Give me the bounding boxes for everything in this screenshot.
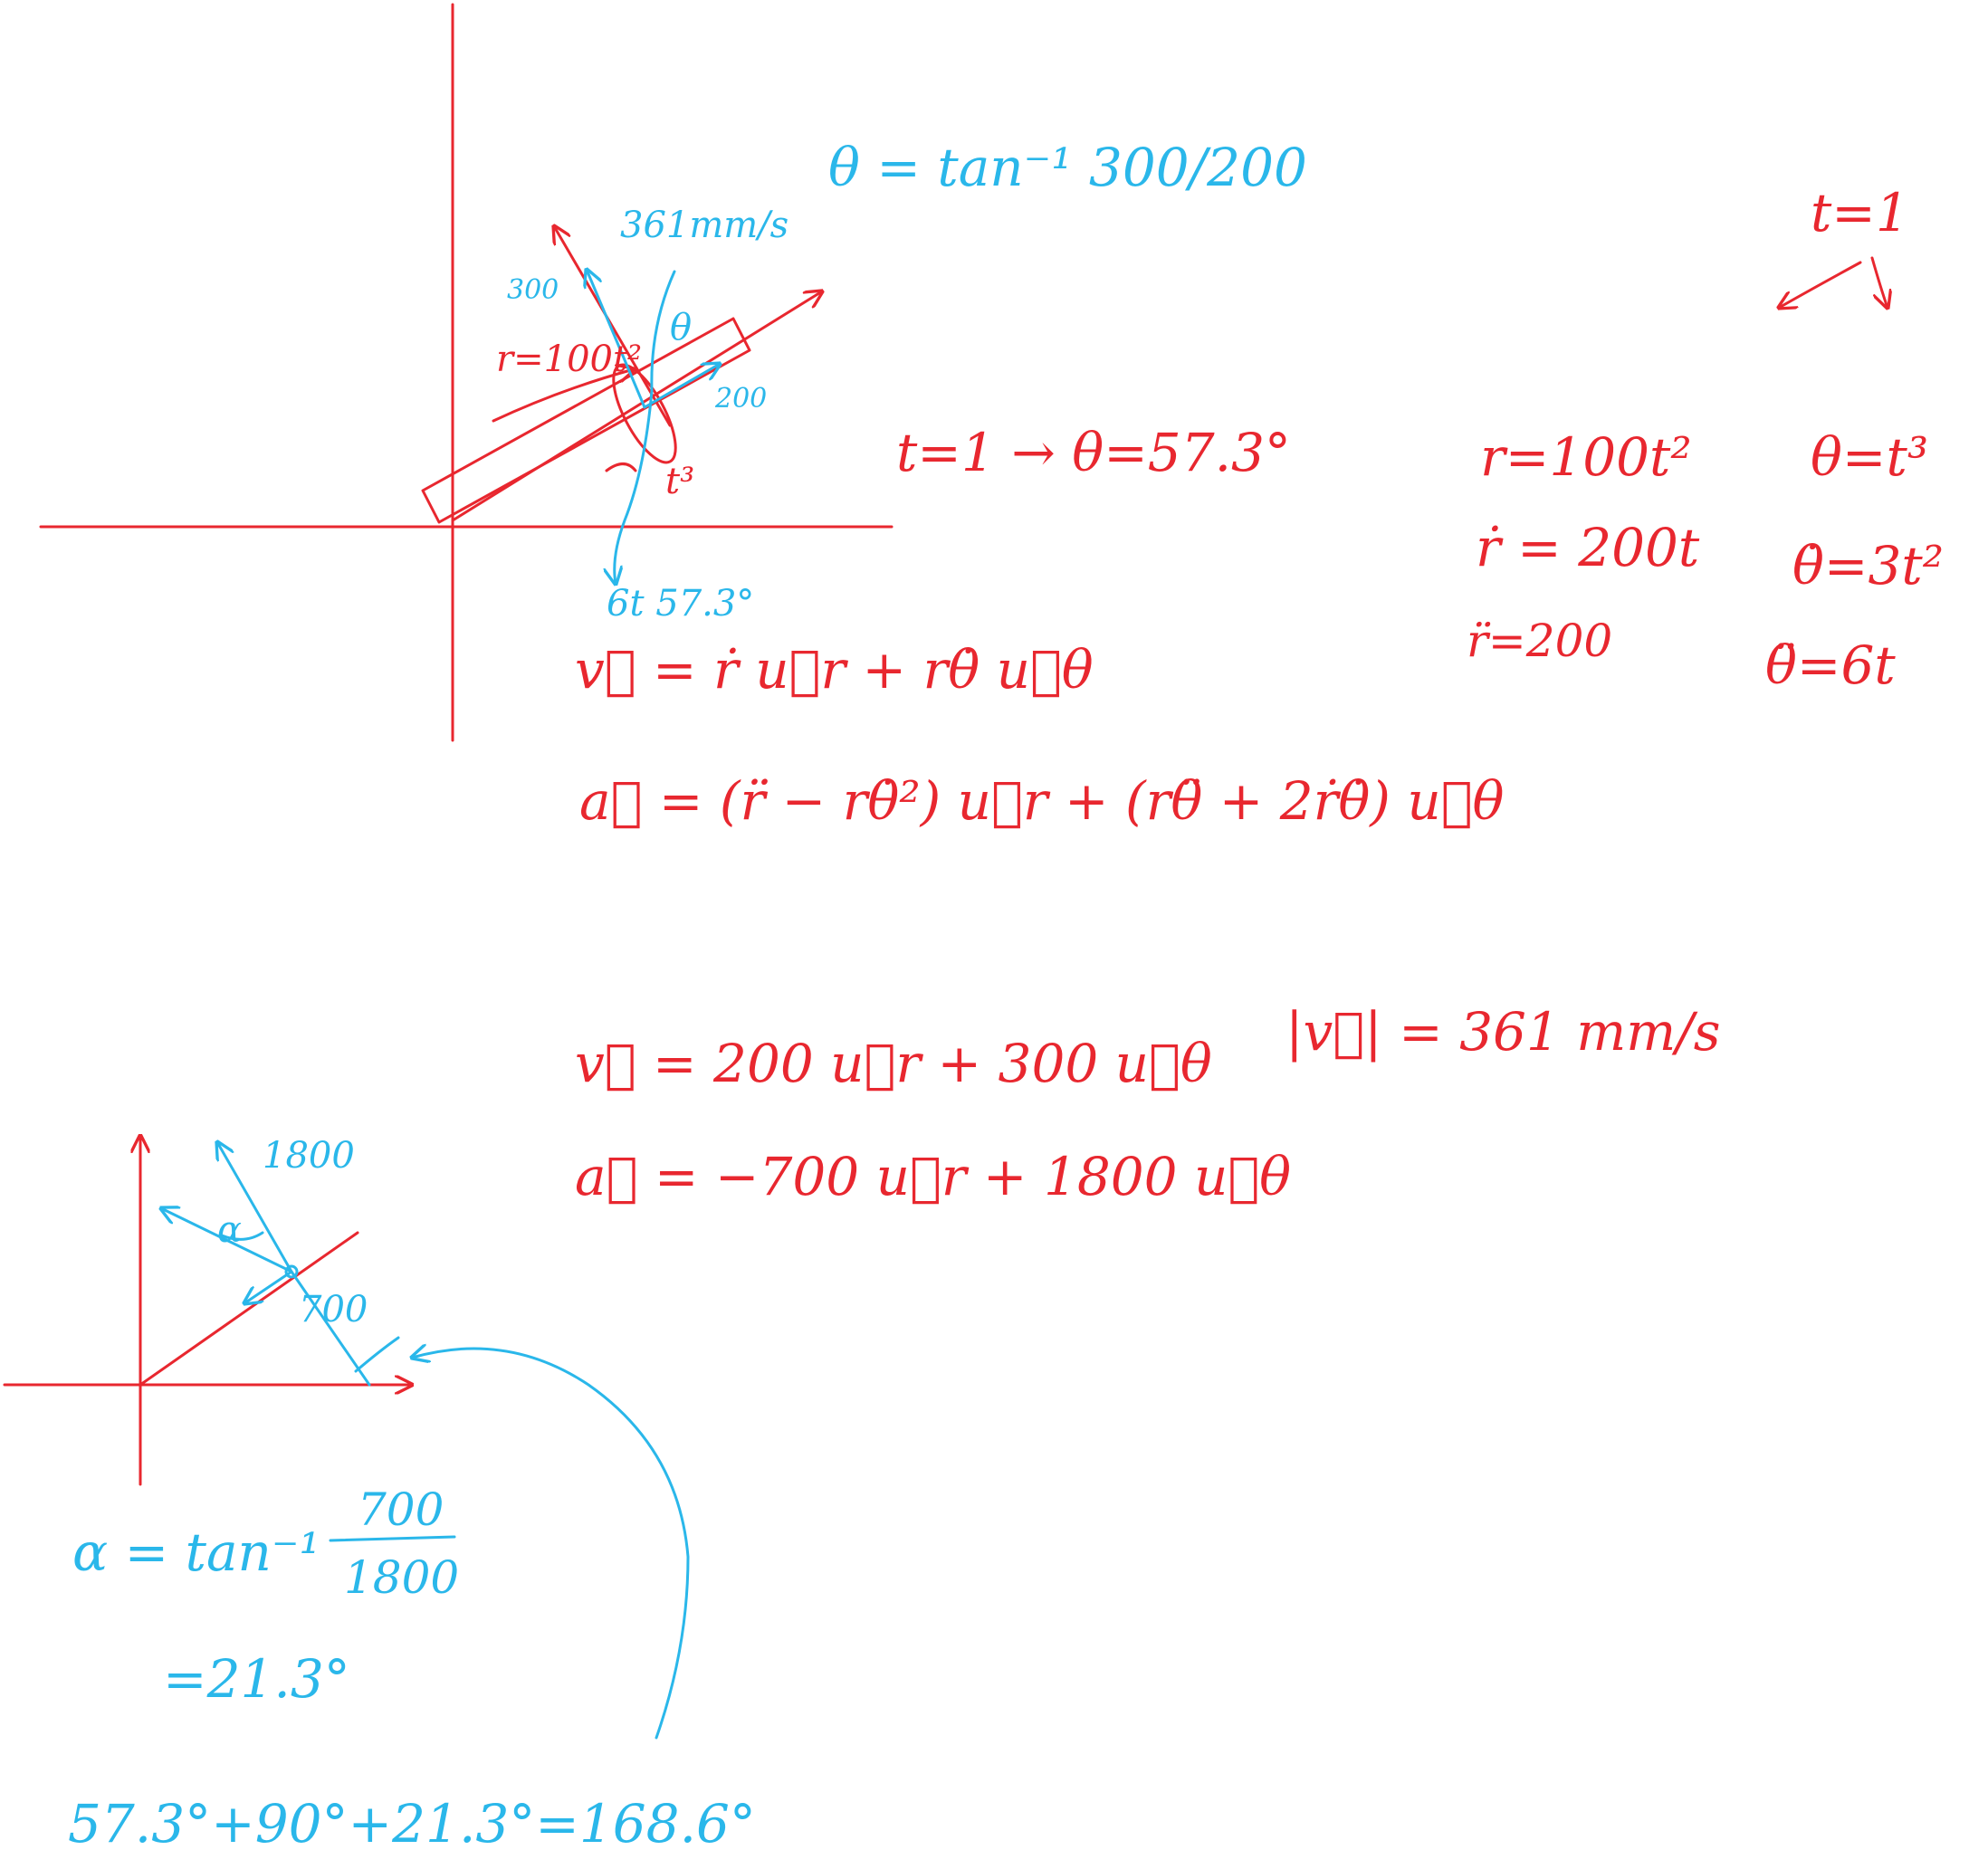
theta-at-t1: t=1 → θ=57.3° bbox=[896, 422, 1291, 483]
theta-tan-formula: θ = tan⁻¹ 300/200 bbox=[828, 137, 1307, 198]
label-6t: 6t 57.3° bbox=[607, 583, 754, 625]
curved-pointer-arrow bbox=[412, 1349, 690, 1740]
label-1800: 1800 bbox=[263, 1135, 355, 1177]
label-200: 200 bbox=[714, 383, 767, 415]
fraction-bar bbox=[329, 1535, 456, 1542]
radial-line-bottom bbox=[139, 1231, 359, 1387]
diagram-rod-top: 361mm/s 300 r=100t² θ 200 t³ 6t 57.3° bbox=[39, 3, 894, 742]
acceleration-700-arrow bbox=[244, 1270, 293, 1303]
diagram-acceleration-bottom: 1800 α 700 bbox=[3, 1135, 412, 1486]
alpha-result: =21.3° bbox=[163, 1648, 350, 1710]
theta-ddot-expression: θ̈=6t bbox=[1765, 634, 1896, 696]
arrow-to-theta bbox=[1870, 256, 1888, 308]
resultant-acceleration-line bbox=[290, 1270, 371, 1387]
acceleration-1800-arrow bbox=[217, 1142, 293, 1273]
t-equals-1: t=1 bbox=[1811, 182, 1909, 243]
label-300: 300 bbox=[507, 274, 559, 306]
label-361: 361mm/s bbox=[620, 205, 789, 246]
velocity-angle-arc bbox=[615, 270, 676, 584]
theta-rate-arc bbox=[605, 462, 637, 472]
label-theta: θ bbox=[670, 307, 692, 348]
r-ddot-expression: r̈=200 bbox=[1467, 615, 1612, 667]
label-r: r=100t² bbox=[496, 339, 642, 380]
label-700: 700 bbox=[299, 1289, 368, 1330]
arrow-to-r bbox=[1779, 261, 1862, 308]
velocity-formula: v⃗ = ṙ u⃗r + rθ̇ u⃗θ bbox=[575, 639, 1094, 701]
radial-velocity-arrow bbox=[492, 369, 634, 423]
theta-expression: θ=t³ bbox=[1811, 426, 1928, 488]
final-angle-sum: 57.3°+90°+21.3°=168.6° bbox=[68, 1793, 756, 1855]
acceleration-resultant-arrow bbox=[161, 1208, 293, 1273]
r-expression: r=100t² bbox=[1480, 426, 1692, 488]
total-angle-arc bbox=[354, 1336, 400, 1373]
alpha-lhs: α = tan⁻¹ bbox=[72, 1521, 320, 1583]
acceleration-result: a⃗ = −700 u⃗r + 1800 u⃗θ bbox=[575, 1146, 1291, 1207]
collar-point bbox=[284, 1264, 299, 1279]
alpha-arc bbox=[220, 1231, 264, 1241]
alpha-formula: α = tan⁻¹ 700 1800 =21.3° bbox=[72, 1483, 459, 1710]
velocity-component-300 bbox=[587, 270, 646, 409]
velocity-component-200 bbox=[643, 364, 720, 409]
radial-direction-arrow bbox=[451, 291, 822, 522]
alpha-denominator: 1800 bbox=[344, 1551, 459, 1604]
acceleration-formula: a⃗ = (r̈ − rθ̇²) u⃗r + (rθ̈ + 2ṙθ̇) u⃗θ bbox=[579, 770, 1504, 832]
theta-dot-expression: θ̇=3t² bbox=[1792, 535, 1944, 596]
label-alpha: α bbox=[217, 1209, 242, 1251]
velocity-result: v⃗ = 200 u⃗r + 300 u⃗θ bbox=[575, 1033, 1212, 1094]
speed-result: |v⃗| = 361 mm/s bbox=[1286, 1001, 1721, 1063]
alpha-numerator: 700 bbox=[358, 1483, 444, 1536]
derivative-table: t=1 r=100t² θ=t³ ṙ = 200t θ̇=3t² r̈=200 … bbox=[1467, 182, 1944, 696]
r-dot-expression: ṙ = 200t bbox=[1476, 517, 1700, 578]
label-t3: t³ bbox=[665, 461, 694, 502]
